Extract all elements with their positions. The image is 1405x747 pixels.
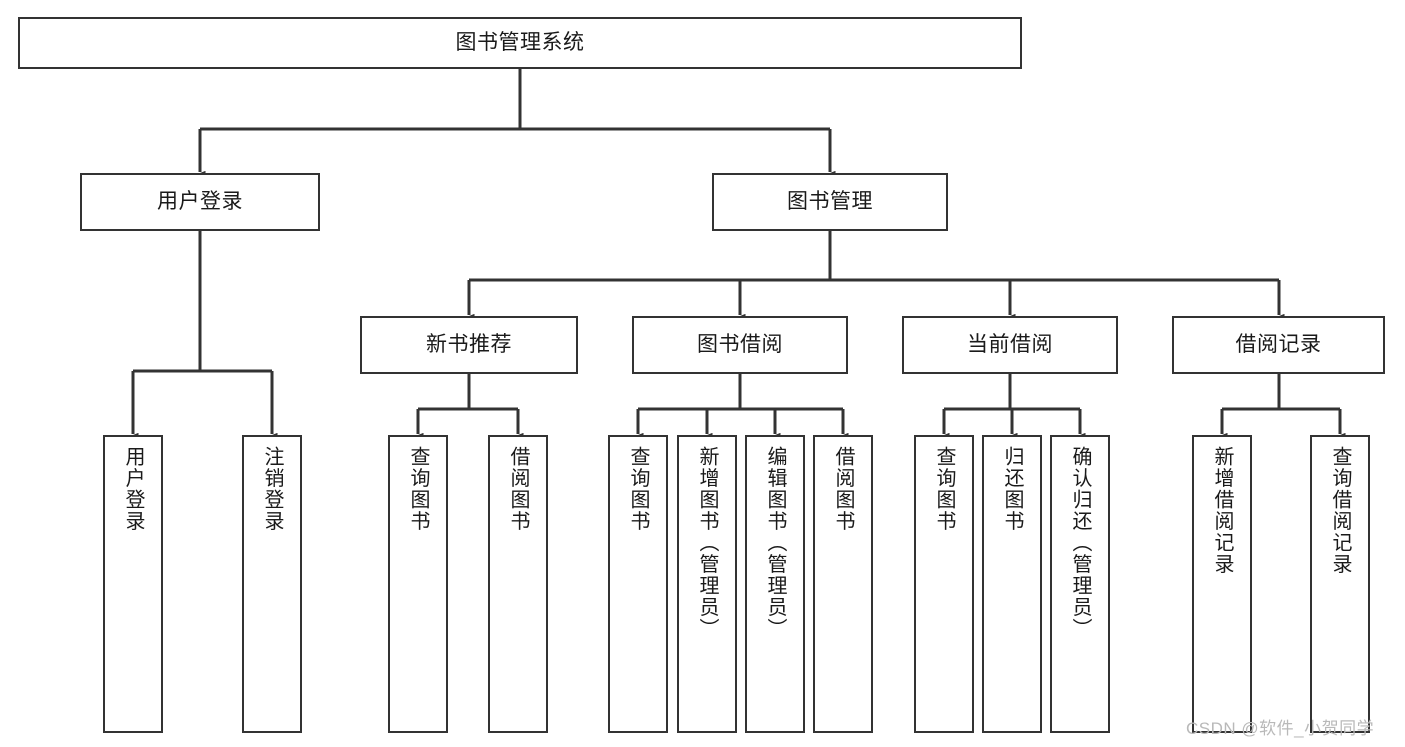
node-borrow-record-label: 借阅记录 (1235, 333, 1322, 357)
leaf-query-book-1-label: 查询图书 (407, 446, 429, 532)
leaf-confirm-return[interactable]: 确认归还（管理员） (1050, 435, 1110, 733)
node-new-book-recommend[interactable]: 新书推荐 (360, 316, 578, 374)
watermark: CSDN @软件_小贺同学 (1186, 719, 1375, 738)
node-new-book-recommend-label: 新书推荐 (426, 333, 512, 357)
leaf-add-book-label: 新增图书（管理员） (696, 446, 718, 640)
leaf-add-borrow-record[interactable]: 新增借阅记录 (1192, 435, 1252, 733)
leaf-add-book[interactable]: 新增图书（管理员） (677, 435, 737, 733)
node-user-login-label: 用户登录 (157, 190, 243, 214)
node-borrow-record[interactable]: 借阅记录 (1172, 316, 1385, 374)
leaf-query-book-2[interactable]: 查询图书 (608, 435, 668, 733)
node-current-borrow[interactable]: 当前借阅 (902, 316, 1118, 374)
leaf-user-login-label: 用户登录 (122, 446, 144, 532)
leaf-add-borrow-record-label: 新增借阅记录 (1211, 446, 1233, 575)
leaf-borrow-book-2-label: 借阅图书 (832, 446, 854, 532)
node-root-label: 图书管理系统 (455, 31, 585, 55)
leaf-return-book-label: 归还图书 (1001, 446, 1023, 532)
leaf-query-book-1[interactable]: 查询图书 (388, 435, 448, 733)
node-book-manage[interactable]: 图书管理 (712, 173, 948, 231)
node-book-borrow-label: 图书借阅 (697, 333, 783, 357)
leaf-borrow-book-2[interactable]: 借阅图书 (813, 435, 873, 733)
node-book-borrow[interactable]: 图书借阅 (632, 316, 848, 374)
leaf-query-book-3[interactable]: 查询图书 (914, 435, 974, 733)
leaf-query-borrow-record-label: 查询借阅记录 (1329, 446, 1351, 575)
leaf-borrow-book-1-label: 借阅图书 (507, 446, 529, 532)
leaf-logout[interactable]: 注销登录 (242, 435, 302, 733)
leaf-query-book-3-label: 查询图书 (933, 446, 955, 532)
leaf-query-borrow-record[interactable]: 查询借阅记录 (1310, 435, 1370, 733)
leaf-confirm-return-label: 确认归还（管理员） (1069, 446, 1091, 640)
leaf-logout-label: 注销登录 (261, 446, 283, 532)
node-root[interactable]: 图书管理系统 (18, 17, 1022, 69)
leaf-edit-book[interactable]: 编辑图书（管理员） (745, 435, 805, 733)
node-current-borrow-label: 当前借阅 (967, 333, 1053, 357)
leaf-return-book[interactable]: 归还图书 (982, 435, 1042, 733)
leaf-edit-book-label: 编辑图书（管理员） (764, 446, 786, 640)
leaf-user-login[interactable]: 用户登录 (103, 435, 163, 733)
node-user-login[interactable]: 用户登录 (80, 173, 320, 231)
leaf-borrow-book-1[interactable]: 借阅图书 (488, 435, 548, 733)
node-book-manage-label: 图书管理 (787, 190, 873, 214)
leaf-query-book-2-label: 查询图书 (627, 446, 649, 532)
